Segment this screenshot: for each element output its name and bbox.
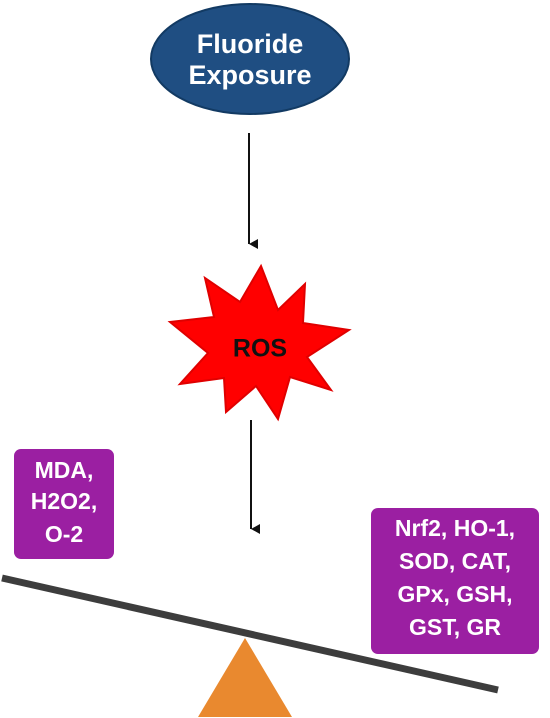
antioxidants-box: Nrf2, HO-1, SOD, CAT, GPx, GSH, GST, GR <box>371 508 539 654</box>
antioxidants-line3: GPx, GSH, <box>397 581 512 607</box>
exposure-label-line1: Fluoride <box>197 29 304 59</box>
fluoride-exposure-node: Fluoride Exposure <box>150 3 350 115</box>
antioxidants-line1: Nrf2, HO-1, <box>395 515 515 541</box>
antioxidants-box-bg <box>371 508 539 654</box>
ros-label: ROS <box>233 335 287 363</box>
antioxidants-line2: SOD, CAT, <box>399 548 511 574</box>
antioxidants-line4: GST, GR <box>409 614 501 640</box>
balance-beam <box>1 574 499 694</box>
ros-node: ROS <box>167 263 352 422</box>
oxidants-box: MDA, H2O2, O-2 <box>14 449 114 559</box>
exposure-label-line2: Exposure <box>188 60 311 90</box>
ros-burst-shape <box>167 263 352 422</box>
fulcrum-triangle <box>198 638 292 717</box>
exposure-ellipse <box>150 3 350 115</box>
oxidants-line2: H2O2, <box>31 488 97 514</box>
oxidants-line1: MDA, <box>35 457 94 483</box>
oxidants-box-bg <box>14 449 114 559</box>
oxidants-line3: O-2 <box>45 521 83 547</box>
